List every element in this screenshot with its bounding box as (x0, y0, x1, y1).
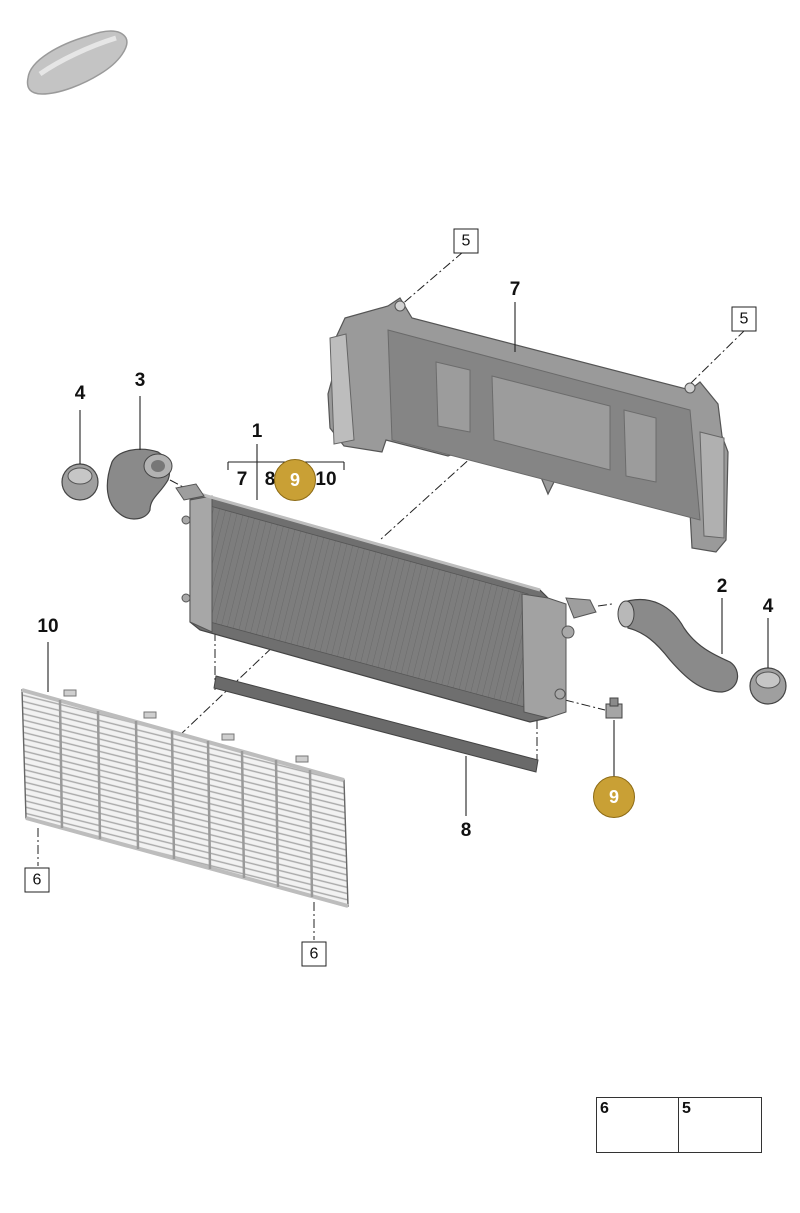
legend-cell-bolt: 6 (597, 1098, 679, 1152)
callout-part-2: 2 (716, 576, 728, 597)
fastener-legend: 6 5 (596, 1097, 762, 1153)
sub-callout-7: 7 (236, 469, 248, 490)
lower-hose (617, 598, 739, 693)
highlight-callout-9-sub[interactable]: 9 (274, 459, 316, 501)
hose-clamp-left (61, 463, 99, 501)
radiator (175, 483, 597, 723)
upper-hose (106, 448, 173, 520)
legend-number-bolt: 6 (600, 1100, 609, 1117)
ref-box-5-right: 5 (731, 306, 757, 332)
ref-box-6-bottom: 6 (301, 941, 327, 967)
sub-callout-8: 8 (264, 469, 276, 490)
front-grille (21, 688, 349, 908)
legend-number-nut: 5 (682, 1100, 691, 1117)
callout-part-1: 1 (251, 421, 263, 442)
callout-part-3: 3 (134, 370, 146, 391)
highlight-callout-9[interactable]: 9 (593, 776, 635, 818)
seal-strip (213, 675, 539, 773)
ref-box-5-top: 5 (453, 228, 479, 254)
callout-part-8: 8 (460, 820, 472, 841)
callout-part-10: 10 (37, 616, 59, 637)
hose-clamp-right (749, 667, 787, 705)
bleed-screw (605, 697, 623, 719)
callout-part-4-left: 4 (74, 383, 86, 404)
air-guide-bracket (327, 297, 729, 553)
callout-part-7: 7 (509, 279, 521, 300)
sub-callout-10: 10 (315, 469, 337, 490)
callout-part-4-right: 4 (762, 596, 774, 617)
ref-box-6-left: 6 (24, 867, 50, 893)
leader-lines (47, 302, 769, 816)
legend-cell-nut: 5 (678, 1098, 761, 1152)
car-silhouette-icon (26, 30, 128, 95)
